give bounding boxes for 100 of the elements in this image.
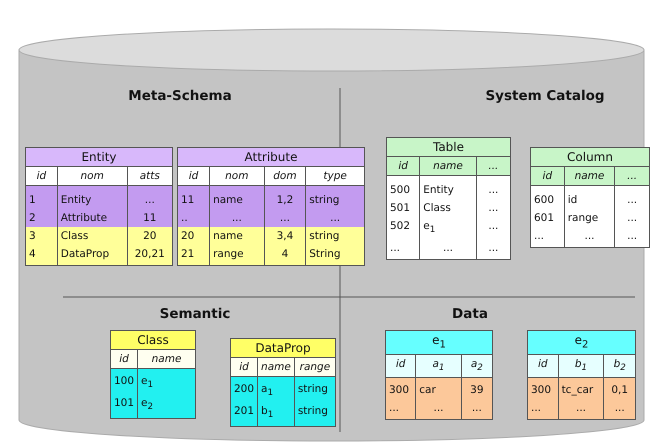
cell-value: ...: [531, 227, 565, 247]
cell-value: 4: [264, 245, 306, 265]
column-header: b$_{2}$: [604, 355, 635, 378]
cell-value: ...: [476, 199, 510, 217]
cell-value: DataProp: [58, 245, 128, 265]
cell-value: ...: [210, 209, 265, 227]
column-header: name: [138, 350, 195, 369]
cell-value: e$_{2}$: [138, 394, 195, 418]
cell-value: 600: [531, 186, 565, 209]
cell-value: ...: [604, 399, 635, 420]
cell-value: name: [210, 227, 265, 245]
cell-value: ...: [387, 239, 420, 260]
cell-value: 21: [178, 245, 210, 265]
cell-value: 1,2: [264, 186, 306, 209]
cell-value: 11: [128, 209, 172, 227]
cell-value: Class: [420, 199, 477, 217]
cell-value: 201: [231, 402, 258, 426]
cell-value: 100: [111, 369, 138, 394]
section-heading: Meta-Schema: [128, 88, 232, 104]
table-title: Class: [111, 331, 195, 350]
column-header: name: [564, 167, 616, 186]
column-header: name: [258, 358, 295, 377]
cell-value: ...: [420, 239, 477, 260]
column-header: id: [387, 157, 420, 176]
cell-value: ...: [476, 176, 510, 199]
cell-value: 200: [231, 377, 258, 402]
cell-value: Entity: [420, 176, 477, 199]
column-header: name: [420, 157, 477, 176]
cell-value: id: [564, 186, 616, 209]
section-heading: Semantic: [160, 306, 230, 322]
cell-value: 3: [26, 227, 58, 245]
cell-value: ...: [476, 217, 510, 240]
data-table: [385, 330, 493, 420]
data-table: [530, 147, 650, 248]
column-header: range: [294, 358, 335, 377]
cell-value: range: [210, 245, 265, 265]
column-header: id: [231, 358, 258, 377]
cell-value: ...: [128, 186, 172, 209]
column-header: dom: [264, 167, 306, 186]
column-header: a$_{2}$: [462, 355, 492, 378]
data-table: [177, 147, 365, 266]
cell-value: 0,1: [604, 378, 635, 400]
column-header: id: [26, 167, 58, 186]
cell-value: 501: [387, 199, 420, 217]
cell-value: String: [306, 245, 364, 265]
cell-value: e$_{1}$: [420, 217, 477, 240]
table-title: e$_{1}$: [386, 331, 492, 356]
cell-value: b$_{1}$: [258, 402, 295, 426]
cell-value: ...: [476, 239, 510, 260]
column-header: a$_{1}$: [416, 355, 462, 378]
cell-value: ...: [386, 399, 416, 420]
cell-value: 101: [111, 394, 138, 418]
table-title: Attribute: [178, 148, 364, 167]
cell-value: Attribute: [58, 209, 128, 227]
cell-value: string: [294, 402, 335, 426]
column-header: nom: [58, 167, 128, 186]
cell-value: ...: [416, 399, 462, 420]
cell-value: e$_{1}$: [138, 369, 195, 394]
cell-value: 20: [178, 227, 210, 245]
column-header: id: [528, 355, 559, 378]
data-table: [386, 137, 511, 260]
cell-value: ..: [178, 209, 210, 227]
cell-value: 20,21: [128, 245, 172, 265]
data-table: [25, 147, 173, 266]
column-header: id: [111, 350, 138, 369]
column-header: type: [306, 167, 364, 186]
cell-value: ...: [564, 227, 616, 247]
cell-value: 601: [531, 209, 565, 227]
table-title: e$_{2}$: [528, 331, 635, 356]
cell-value: string: [306, 227, 364, 245]
cell-value: string: [294, 377, 335, 402]
cell-value: ...: [558, 399, 604, 420]
cell-value: 1: [26, 186, 58, 209]
data-table: [110, 330, 196, 420]
cell-value: 20: [128, 227, 172, 245]
cell-value: 2: [26, 209, 58, 227]
cell-value: ...: [306, 209, 364, 227]
cell-value: 300: [386, 378, 416, 400]
cell-value: car: [416, 378, 462, 400]
cell-value: ...: [264, 209, 306, 227]
column-header: ...: [476, 157, 510, 176]
cell-value: Entity: [58, 186, 128, 209]
column-header: id: [531, 167, 565, 186]
column-header: b$_{1}$: [558, 355, 604, 378]
table-title: DataProp: [231, 339, 335, 358]
data-table: [230, 338, 336, 428]
column-header: atts: [128, 167, 172, 186]
cell-value: 300: [528, 378, 559, 400]
cell-value: ...: [462, 399, 492, 420]
cell-value: Class: [58, 227, 128, 245]
cell-value: 502: [387, 217, 420, 240]
cell-value: ...: [528, 399, 559, 420]
section-heading: Data: [452, 306, 488, 322]
cell-value: 3,4: [264, 227, 306, 245]
column-header: id: [178, 167, 210, 186]
cell-value: range: [564, 209, 616, 227]
data-table: [527, 330, 636, 420]
section-heading: System Catalog: [485, 88, 605, 104]
cell-value: 4: [26, 245, 58, 265]
column-header: id: [386, 355, 416, 378]
